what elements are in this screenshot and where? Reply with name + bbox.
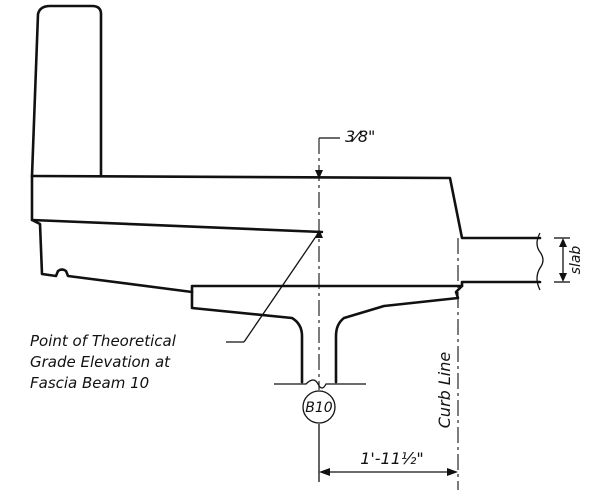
beam-top-flange-left [190,290,304,384]
grade-point-label-line-3: Fascia Beam 10 [30,374,149,392]
offset-arrow-right [447,468,458,476]
offset-dimension: 1'-11½" [360,449,424,468]
beam-break-line [274,379,366,389]
grade-point-label-line-1: Point of Theoretical [30,332,177,350]
deck-slope-dimension: 3⁄8" [345,127,375,146]
slab-break-line [536,232,544,291]
offset-arrow-left [319,468,330,476]
deck-edge-bottom [30,218,324,234]
beam-tag-circle [302,390,336,424]
beam-tag: B10 [305,400,333,416]
slab-bottom-line [190,280,542,294]
grade-point-label-line-2: Grade Elevation at [30,353,171,371]
curb-line-label: Curb Line [435,352,454,429]
parapet-wall [30,4,103,178]
slope-arrow-top [315,170,323,179]
deck-top-outline [30,174,542,240]
slab-dimension [554,237,570,283]
beam-top-flange-right [334,284,464,384]
overhang-underside [30,174,194,294]
slab-label: slab [568,246,584,275]
grade-point-leader [243,231,320,343]
